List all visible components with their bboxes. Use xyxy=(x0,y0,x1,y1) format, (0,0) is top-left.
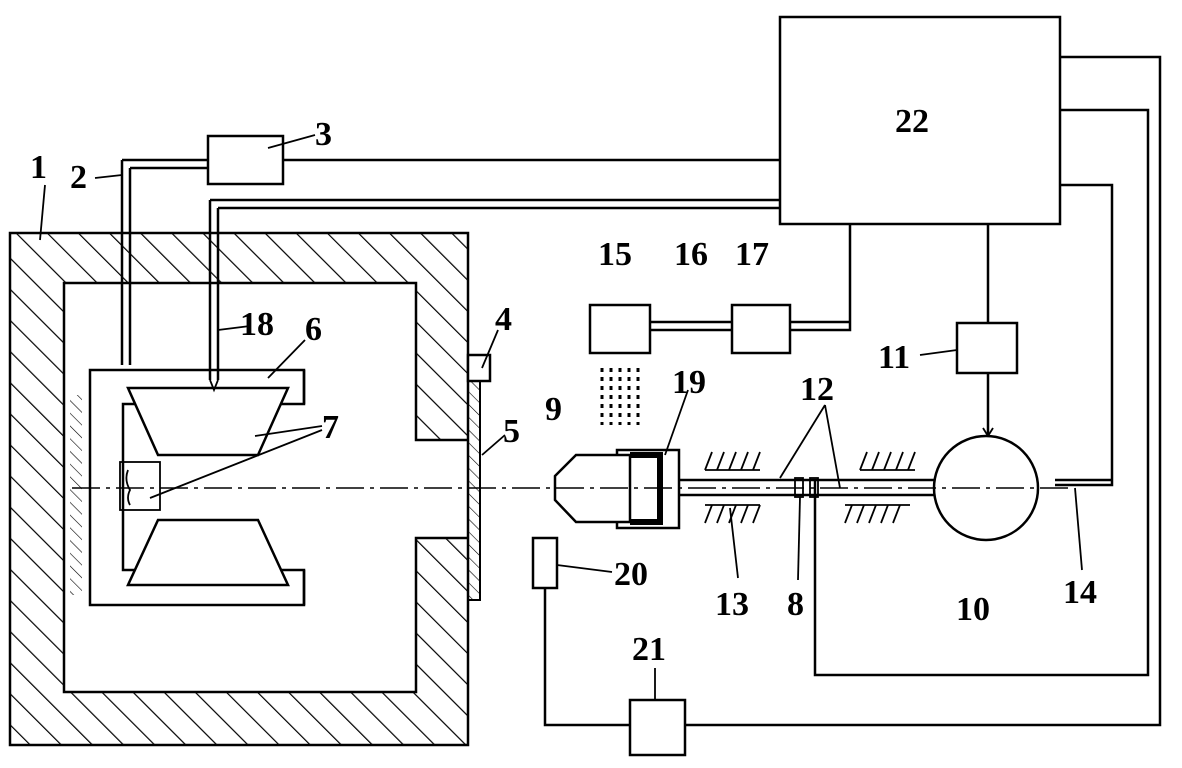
beam-dashes xyxy=(602,368,638,425)
box-15 xyxy=(590,305,650,353)
label-10: 10 xyxy=(956,591,990,628)
label-12: 12 xyxy=(800,371,834,408)
label-22: 22 xyxy=(895,103,929,140)
label-17: 17 xyxy=(735,236,769,273)
label-19: 19 xyxy=(672,364,706,401)
label-4: 4 xyxy=(495,301,512,338)
pipe-18 xyxy=(210,200,780,390)
box-3 xyxy=(208,136,283,184)
label-2: 2 xyxy=(70,159,87,196)
label-1: 1 xyxy=(30,149,47,186)
label-21: 21 xyxy=(632,631,666,668)
label-7: 7 xyxy=(322,409,339,446)
box-20 xyxy=(533,538,557,588)
label-13: 13 xyxy=(715,586,749,623)
label-16: 16 xyxy=(674,236,708,273)
box-21 xyxy=(630,700,685,755)
label-8: 8 xyxy=(787,586,804,623)
sample-wall-hatch xyxy=(70,395,82,595)
box-17 xyxy=(732,305,790,353)
label-9: 9 xyxy=(545,391,562,428)
label-6: 6 xyxy=(305,311,322,348)
shaft-12 xyxy=(678,478,934,497)
label-11: 11 xyxy=(878,339,910,376)
lower-anvil xyxy=(128,520,288,585)
label-15: 15 xyxy=(598,236,632,273)
box-11 xyxy=(957,323,1017,373)
label-14: 14 xyxy=(1063,574,1097,611)
label-3: 3 xyxy=(315,116,332,153)
sample xyxy=(120,462,160,510)
label-5: 5 xyxy=(503,413,520,450)
label-20: 20 xyxy=(614,556,648,593)
label-18: 18 xyxy=(240,306,274,343)
upper-anvil xyxy=(128,388,288,455)
